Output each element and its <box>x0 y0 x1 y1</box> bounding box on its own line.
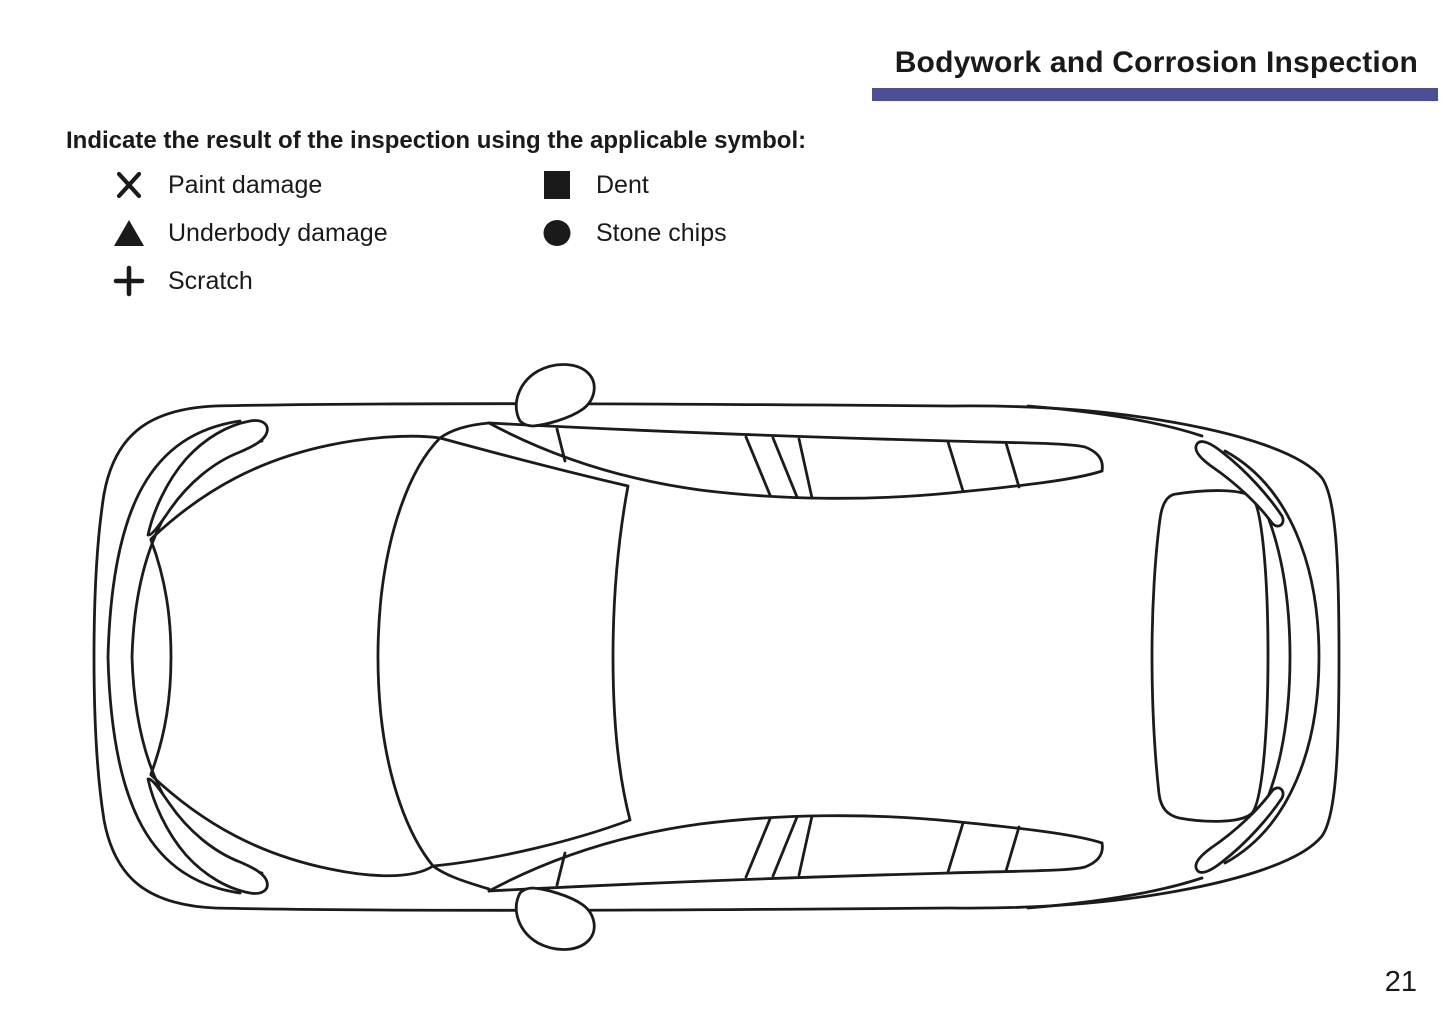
legend-column-2: Dent Stone chips <box>540 161 727 257</box>
plus-icon <box>112 264 146 298</box>
taillight-left <box>1194 440 1285 528</box>
legend-item-scratch: Scratch <box>112 257 388 305</box>
legend-item-label: Stone chips <box>596 218 727 247</box>
legend-item-paint-damage: Paint damage <box>112 161 388 209</box>
page-title: Bodywork and Corrosion Inspection <box>894 46 1418 79</box>
headlight-left <box>146 419 269 537</box>
legend-item-dent: Dent <box>540 161 727 209</box>
legend-item-label: Scratch <box>168 266 253 295</box>
headlight-right <box>146 777 269 895</box>
taillight-right <box>1194 786 1285 874</box>
trunk-and-rear-bumper-lines <box>1223 449 1321 865</box>
legend-column-1: Paint damage Underbody damage Scratch <box>112 161 388 305</box>
hood-cut-lines <box>149 434 442 878</box>
legend-item-label: Paint damage <box>168 170 323 199</box>
side-windows-right <box>487 814 1104 893</box>
legend-item-stone-chips: Stone chips <box>540 209 727 257</box>
page-number: 21 <box>1384 966 1417 998</box>
side-mirror-right <box>515 886 596 951</box>
square-icon <box>540 168 574 202</box>
x-mark-icon <box>112 168 146 202</box>
legend-item-label: Dent <box>596 170 649 199</box>
triangle-icon <box>112 216 146 250</box>
side-mirror-left <box>515 363 596 428</box>
instruction-text: Indicate the result of the inspection us… <box>66 127 807 154</box>
title-accent-bar <box>872 88 1438 101</box>
legend-item-label: Underbody damage <box>168 218 388 247</box>
circle-icon <box>540 216 574 250</box>
side-windows-left <box>487 421 1104 500</box>
rear-window <box>1150 489 1270 823</box>
windshield <box>376 421 632 891</box>
legend-item-underbody-damage: Underbody damage <box>112 209 388 257</box>
rear-shoulder-creases <box>1026 404 1204 910</box>
